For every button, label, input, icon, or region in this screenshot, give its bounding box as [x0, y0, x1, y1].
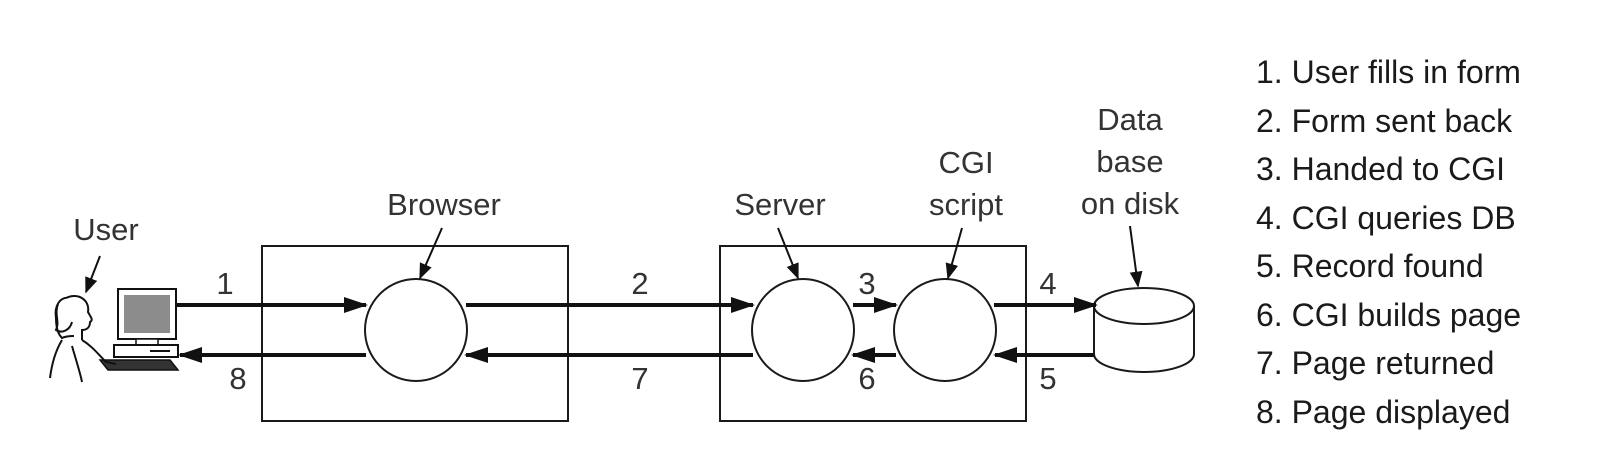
cgi-pointer-arrow: [945, 227, 963, 280]
legend-item: 2. Form sent back: [1256, 102, 1513, 139]
step-number-6: 6: [858, 361, 875, 396]
legend-item: 7. Page returned: [1256, 345, 1495, 381]
legend-item: 1. User fills in form: [1256, 54, 1521, 90]
database-label-line-3: on disk: [1081, 186, 1180, 221]
server-pointer-arrow: [777, 227, 799, 280]
step-number-3: 3: [858, 266, 875, 301]
step-number-2: 2: [631, 266, 648, 301]
cgi-script-process-circle: [893, 278, 997, 382]
legend-item: 8. Page displayed: [1256, 393, 1511, 430]
server-process-circle: [751, 278, 855, 382]
user-at-computer-icon: [49, 288, 180, 383]
step-number-4: 4: [1039, 266, 1056, 301]
database-pointer-arrow: [1129, 225, 1143, 288]
steps-legend: 1. User fills in form 2. Form sent back …: [1256, 48, 1521, 436]
user-label: User: [73, 212, 138, 247]
browser-label: Browser: [387, 187, 501, 222]
cgi-script-label-line-1: CGI: [938, 145, 993, 180]
legend-item: 4. CGI queries DB: [1256, 199, 1516, 236]
step-number-5: 5: [1039, 361, 1056, 396]
legend-item: 6. CGI builds page: [1256, 296, 1522, 333]
step-number-8: 8: [229, 361, 246, 396]
browser-process-circle: [364, 278, 468, 382]
legend-item: 3. Handed to CGI: [1256, 151, 1506, 187]
step-number-1: 1: [216, 266, 233, 301]
step-number-7: 7: [631, 361, 648, 396]
database-label-line-1: Data: [1097, 102, 1163, 137]
legend-item: 5. Record found: [1256, 248, 1484, 284]
cgi-script-label-line-2: script: [929, 187, 1003, 222]
browser-pointer-arrow: [419, 227, 443, 280]
database-disk-icon: [1093, 287, 1195, 373]
server-label: Server: [734, 187, 825, 222]
database-label-line-2: base: [1096, 144, 1163, 179]
user-pointer-arrow: [85, 255, 101, 294]
